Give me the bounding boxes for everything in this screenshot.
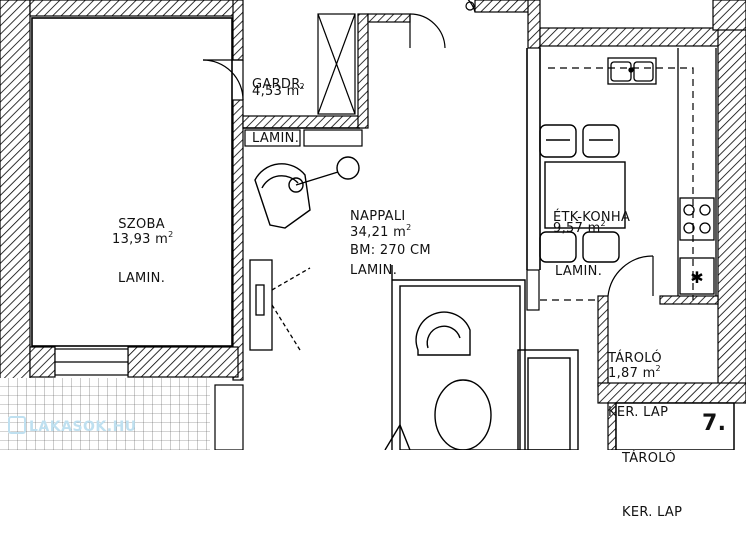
room-area-etk-konha: 9,57 m2 <box>553 215 606 238</box>
area-unit-sup: 2 <box>406 223 412 232</box>
area-value: 34,21 m <box>350 225 407 240</box>
floor-plan: ✱ <box>0 0 746 450</box>
room-label-taroló-1: TÁROLÓ KER. LAP <box>608 314 668 440</box>
balcony-tiles <box>0 378 210 450</box>
area-value: 9,57 m <box>553 221 601 236</box>
kitchen-dashed <box>540 67 694 301</box>
room-floor: KER. LAP <box>608 405 669 420</box>
svg-text:✱: ✱ <box>690 268 703 287</box>
area-value: 4,53 m <box>252 84 300 99</box>
room-floor: LAMIN. <box>555 264 603 279</box>
wardrobe <box>317 13 356 115</box>
room-floor: LAMIN. <box>118 271 166 286</box>
watermark: LAKASOK.HU <box>8 416 137 435</box>
room-label-taroló-2: TÁROLÓ KER. LAP <box>622 414 682 540</box>
room-name: ÉTK-KONHA <box>553 210 631 225</box>
area-unit-sup: 2 <box>655 364 661 373</box>
room-floor: LAMIN. <box>252 131 300 146</box>
niche-panels <box>244 129 363 147</box>
room-label-nappali: NAPPALI LAMIN. <box>350 172 406 298</box>
room-floor: LAMIN. <box>350 263 398 278</box>
sink <box>607 57 657 85</box>
area-value: 13,93 m <box>112 232 169 247</box>
door-swing-kitchen <box>607 255 654 297</box>
counter <box>677 48 717 296</box>
room-area-szoba: 13,93 m2 <box>112 226 174 249</box>
balcony-rail <box>214 384 244 450</box>
armchair <box>254 156 360 229</box>
room-name: NAPPALI <box>350 209 406 224</box>
door-swing <box>202 0 476 101</box>
room-name: SZOBA <box>118 217 165 232</box>
sofa <box>517 349 579 450</box>
tv-unit <box>249 259 311 351</box>
room-label-szoba: SZOBA LAMIN. <box>118 180 165 306</box>
room-outlines <box>31 17 541 347</box>
stove <box>679 197 715 241</box>
window <box>54 348 129 376</box>
area-unit-sup: 2 <box>168 230 174 239</box>
house-logo-icon <box>8 416 26 434</box>
room-area-nappali: 34,21 m2 <box>350 219 412 242</box>
room-name: TÁROLÓ <box>622 451 676 466</box>
area-unit-sup: 2 <box>299 82 305 91</box>
room-label-etk-konha: ÉTK-KONHA LAMIN. <box>553 173 630 299</box>
fridge: ✱ <box>679 257 715 295</box>
room-floor: KER. LAP <box>622 505 683 520</box>
area-value: 1,87 m <box>608 366 656 381</box>
room-height-nappali: BM: 270 CM <box>350 243 431 258</box>
walls <box>0 0 746 450</box>
watermark-text: LAKASOK.HU <box>29 419 137 435</box>
room-label-gardr: GARDR. LAMIN. <box>252 40 305 166</box>
area-unit-sup: 2 <box>600 219 606 228</box>
room-area-gardr: 4,53 m2 <box>252 78 305 101</box>
storage-room-2 <box>615 402 735 450</box>
rug <box>384 265 526 450</box>
dining-table <box>539 124 626 263</box>
unit-number: 7. <box>702 411 727 436</box>
room-name: TÁROLÓ <box>608 351 662 366</box>
room-name: GARDR. <box>252 77 305 92</box>
room-area-taroló-1: 1,87 m2 <box>608 360 661 383</box>
